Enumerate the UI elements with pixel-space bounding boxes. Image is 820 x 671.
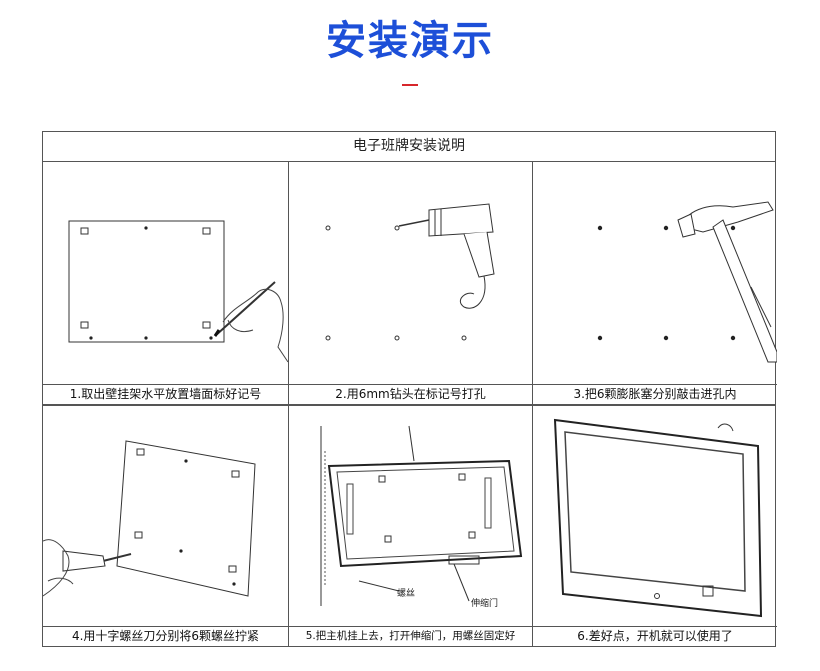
sheet-header: 电子班牌安装说明 [43,132,775,162]
installation-sheet: 电子班牌安装说明 1.取出壁挂架水平放置墙面标好记号 [42,131,777,647]
screw-label: 螺丝 [397,589,416,599]
telescopic-door-label: 伸缩门 [471,599,499,609]
step-1-panel: 1.取出壁挂架水平放置墙面标好记号 [43,162,288,404]
step-5-panel: 螺丝 伸缩门 5.把主机挂上去，打开伸缩门，用螺丝固定好 [289,406,532,646]
page-title: 安装演示 [326,18,494,64]
grid-divider [43,404,775,406]
mount-device-icon [320,425,523,606]
step-2-caption: 2.用6mm钻头在标记号打孔 [289,384,532,404]
screwdriver-icon [43,440,256,597]
hammer-icon [597,201,777,363]
title-underline [402,84,418,86]
step-3-panel: 3.把6颗膨胀塞分别敲击进孔内 [533,162,777,404]
step-4-panel: 4.用十字螺丝刀分别将6颗螺丝拧紧 [43,406,288,646]
finished-device-icon [553,418,763,618]
step-2-panel: 2.用6mm钻头在标记号打孔 [289,162,532,404]
wall-bracket-marking-icon [68,220,288,363]
step-6-panel: 6.差好点，开机就可以使用了 [533,406,777,646]
step-3-caption: 3.把6颗膨胀塞分别敲击进孔内 [533,384,777,404]
step-1-caption: 1.取出壁挂架水平放置墙面标好记号 [43,384,288,404]
drill-icon [325,203,495,341]
step-4-caption: 4.用十字螺丝刀分别将6颗螺丝拧紧 [43,626,288,646]
step-5-caption: 5.把主机挂上去，打开伸缩门，用螺丝固定好 [289,626,532,646]
step-6-caption: 6.差好点，开机就可以使用了 [533,626,777,646]
